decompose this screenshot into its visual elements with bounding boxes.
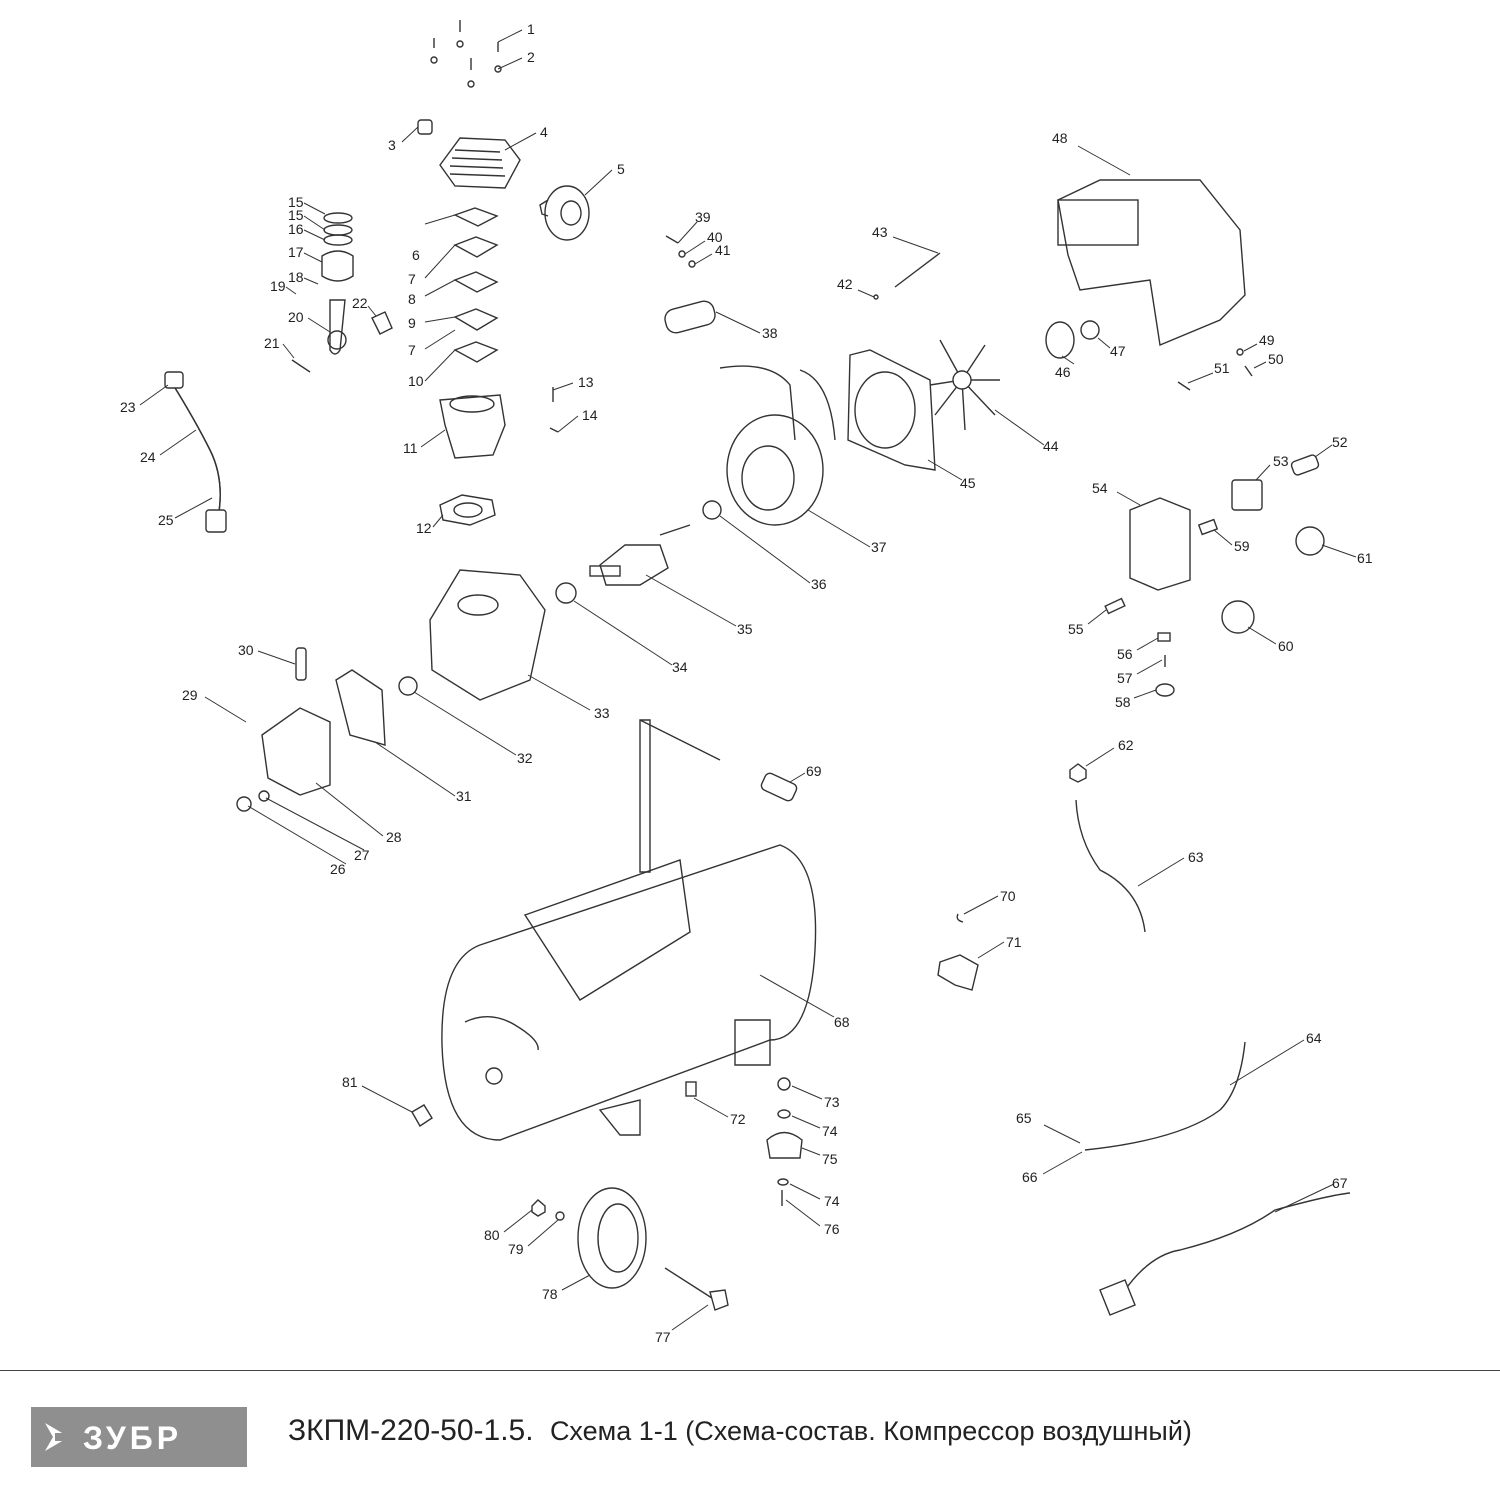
callout: 69 — [806, 763, 822, 779]
callout: 70 — [1000, 888, 1016, 904]
model-number: ЗКПМ-220-50-1.5. — [288, 1414, 534, 1447]
callout: 13 — [578, 374, 594, 390]
callout: 51 — [1214, 360, 1230, 376]
part-drawings — [164, 20, 1351, 1316]
callout: 46 — [1055, 364, 1071, 380]
callout: 24 — [140, 449, 156, 465]
callout: 81 — [342, 1074, 358, 1090]
callout: 73 — [824, 1094, 840, 1110]
brand-logo-mark: ЗУБР — [45, 1420, 182, 1456]
callout: 34 — [672, 659, 688, 675]
callout: 38 — [762, 325, 778, 341]
callout: 16 — [288, 221, 304, 237]
callout: 3 — [388, 137, 396, 153]
callout: 7 — [408, 342, 416, 358]
callout: 14 — [582, 407, 598, 423]
exploded-parts-diagram: 1 2 3 4 5 6 7 8 9 7 10 11 12 13 14 15 15… — [120, 20, 1373, 1345]
callout: 15 — [288, 207, 304, 223]
callout: 22 — [352, 295, 368, 311]
logo-text: ЗУБР — [83, 1420, 182, 1456]
callout: 44 — [1043, 438, 1059, 454]
callout: 47 — [1110, 343, 1126, 359]
callout: 42 — [837, 276, 853, 292]
callout: 72 — [730, 1111, 746, 1127]
leader-lines — [139, 29, 1357, 1331]
callout: 41 — [715, 242, 731, 258]
callout: 6 — [412, 247, 420, 263]
callout: 64 — [1306, 1030, 1322, 1046]
callout: 65 — [1016, 1110, 1032, 1126]
callout: 21 — [264, 335, 280, 351]
callout: 31 — [456, 788, 472, 804]
callout: 7 — [408, 271, 416, 287]
callout: 40 — [707, 229, 723, 245]
callout: 5 — [617, 161, 625, 177]
callout: 1 — [527, 21, 535, 37]
callout-labels: 1 2 3 4 5 6 7 8 9 7 10 11 12 13 14 15 15… — [120, 21, 1373, 1345]
callout: 23 — [120, 399, 136, 415]
callout: 17 — [288, 244, 304, 260]
brand-logo: ЗУБР — [31, 1407, 247, 1467]
callout: 36 — [811, 576, 827, 592]
callout: 75 — [822, 1151, 838, 1167]
callout: 26 — [330, 861, 346, 877]
callout: 67 — [1332, 1175, 1348, 1191]
callout: 29 — [182, 687, 198, 703]
callout: 43 — [872, 224, 888, 240]
callout: 15 — [288, 194, 304, 210]
callout: 80 — [484, 1227, 500, 1243]
callout: 52 — [1332, 434, 1348, 450]
callout: 71 — [1006, 934, 1022, 950]
callout: 58 — [1115, 694, 1131, 710]
page-title: ЗКПМ-220-50-1.5. Схема 1-1 (Схема-состав… — [288, 1414, 1192, 1448]
callout: 76 — [824, 1221, 840, 1237]
callout: 11 — [403, 440, 418, 456]
callout: 60 — [1278, 638, 1294, 654]
callout: 59 — [1234, 538, 1250, 554]
callout: 37 — [871, 539, 887, 555]
callout: 62 — [1118, 737, 1134, 753]
callout: 9 — [408, 315, 416, 331]
callout: 54 — [1092, 480, 1108, 496]
callout: 79 — [508, 1241, 524, 1257]
callout: 28 — [386, 829, 402, 845]
callout: 50 — [1268, 351, 1284, 367]
callout: 77 — [655, 1329, 671, 1345]
callout: 53 — [1273, 453, 1289, 469]
callout: 19 — [270, 278, 286, 294]
callout: 74 — [824, 1193, 840, 1209]
callout: 63 — [1188, 849, 1204, 865]
footer-divider — [0, 1370, 1500, 1371]
callout: 49 — [1259, 332, 1275, 348]
head-screws — [430, 20, 502, 88]
callout: 12 — [416, 520, 432, 536]
callout: 61 — [1357, 550, 1373, 566]
callout: 18 — [288, 269, 304, 285]
callout: 55 — [1068, 621, 1084, 637]
callout: 56 — [1117, 646, 1133, 662]
callout: 32 — [517, 750, 533, 766]
callout: 57 — [1117, 670, 1133, 686]
callout: 33 — [594, 705, 610, 721]
callout: 8 — [408, 291, 416, 307]
callout: 66 — [1022, 1169, 1038, 1185]
callout: 68 — [834, 1014, 850, 1030]
callout: 4 — [540, 124, 548, 140]
diagram-description: Схема 1-1 (Схема-состав. Компрессор возд… — [549, 1416, 1192, 1446]
callout: 78 — [542, 1286, 558, 1302]
callout: 48 — [1052, 130, 1068, 146]
callout: 25 — [158, 512, 174, 528]
callout: 27 — [354, 847, 370, 863]
callout: 2 — [527, 49, 535, 65]
callout: 10 — [408, 373, 424, 389]
callout: 35 — [737, 621, 753, 637]
callout: 20 — [288, 309, 304, 325]
callout: 45 — [960, 475, 976, 491]
callout: 30 — [238, 642, 254, 658]
callout: 74 — [822, 1123, 838, 1139]
callout: 39 — [695, 209, 711, 225]
